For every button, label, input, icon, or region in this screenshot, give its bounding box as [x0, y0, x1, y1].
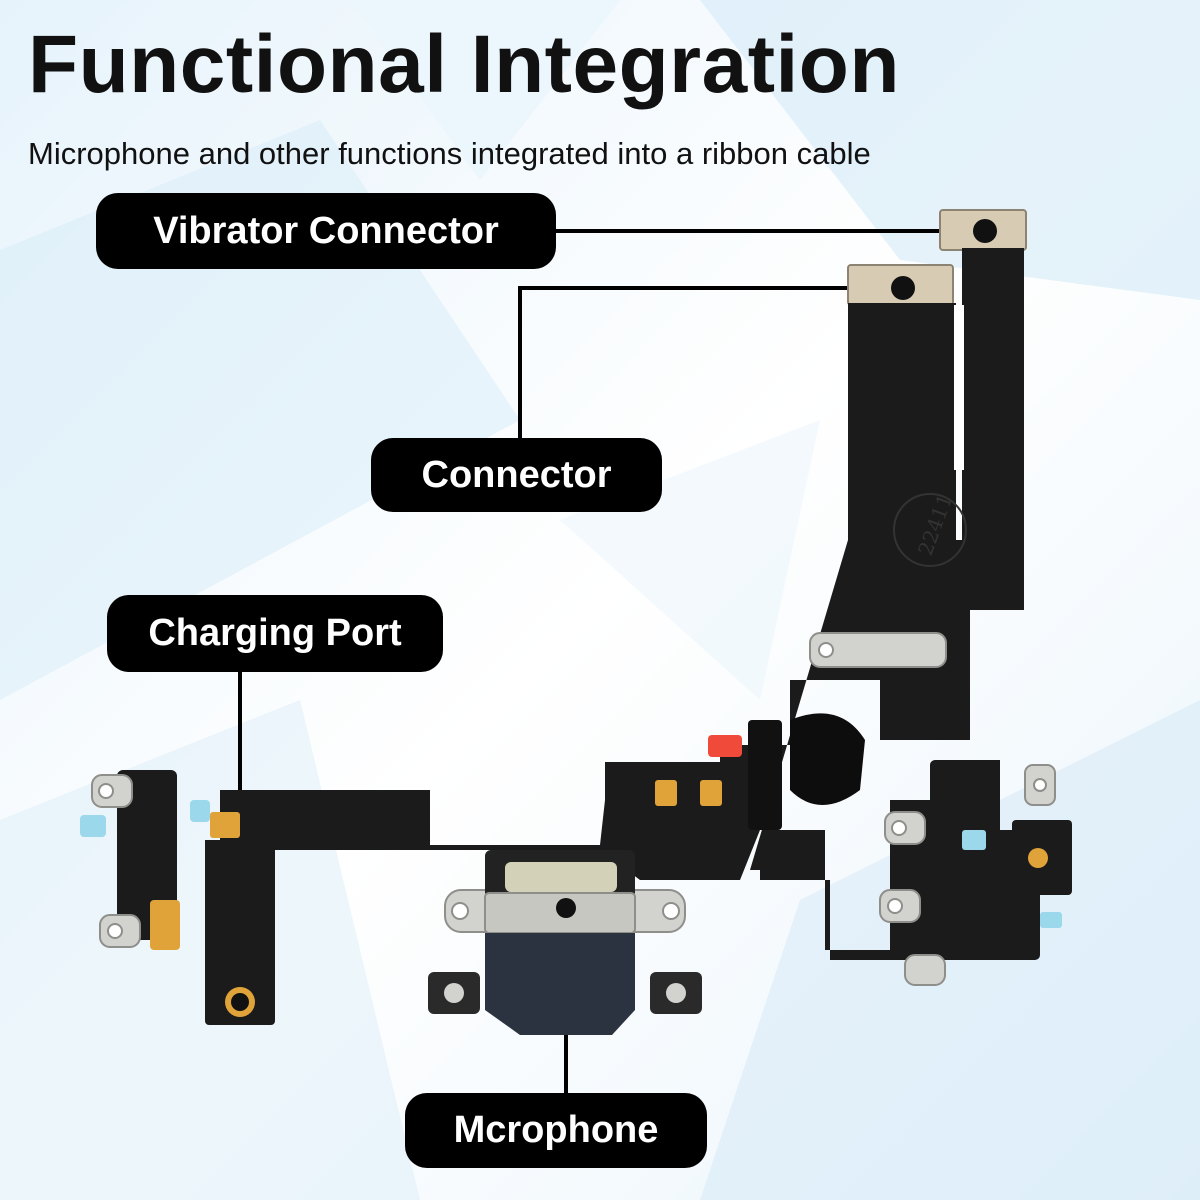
connector-label: Connector	[371, 438, 662, 512]
page-title: Functional Integration	[28, 19, 900, 110]
leader-connector	[518, 286, 903, 438]
flex-strip-left	[848, 303, 956, 553]
vibrator-connector-label: Vibrator Connector	[96, 193, 556, 269]
flex-strip-right	[962, 248, 1024, 558]
left-antenna-board	[117, 770, 177, 940]
microphone-label: Mcrophone	[405, 1093, 707, 1168]
black-rubber-seal	[790, 713, 865, 805]
charging-port-label: Charging Port	[107, 595, 443, 672]
right-antenna-board	[930, 760, 1000, 830]
microphone-hole	[556, 898, 576, 918]
page-subtitle: Microphone and other functions integrate…	[28, 136, 871, 171]
usb-port-body	[485, 933, 635, 1035]
red-connector	[708, 735, 742, 757]
